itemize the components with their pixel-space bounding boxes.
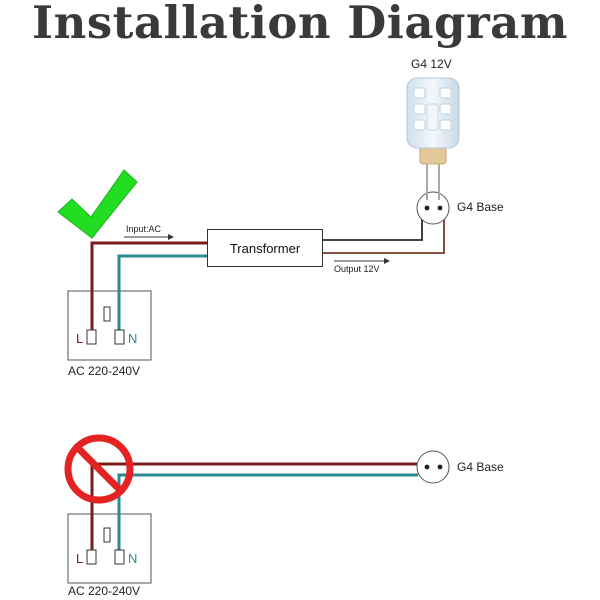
live-terminal-top [86,329,97,345]
earth-slot-top [103,306,111,322]
input-arrow-head [168,234,174,240]
wall-socket-top [67,290,152,361]
g4-pin-right-top [437,205,443,211]
output-arrow-head [384,258,390,264]
g4-pin-left-top [424,205,430,211]
supply-label-bottom: AC 220-240V [68,584,141,598]
neutral-terminal-bottom [114,549,125,565]
output-label: Output 12V [334,264,380,274]
g4-base-label-top: G4 Base [457,200,504,214]
g4-base-top [416,191,450,225]
transformer-label: Transformer [229,240,301,256]
earth-slot-bottom [103,527,111,543]
output-wire-brown [323,216,445,254]
neutral-wire-bottom [117,473,418,556]
wall-socket-bottom [67,513,152,584]
g4-base-bottom [416,450,450,484]
g4-led-bulb-icon [406,77,460,200]
neutral-wire-top [117,254,207,336]
g4-base-label-bottom: G4 Base [457,460,504,474]
g4-pin-right-bottom [437,464,443,470]
neutral-letter-top: N [128,331,138,346]
page-title: Installation Diagram [32,0,568,49]
output-wire-dark [323,216,423,241]
live-terminal-bottom [86,549,97,565]
live-wire-top [90,241,207,336]
live-letter-top: L [76,331,84,346]
transformer-box: Transformer [207,229,323,267]
check-mark-icon [57,169,138,239]
g4-pin-left-bottom [424,464,430,470]
neutral-letter-bottom: N [128,551,138,566]
supply-label-top: AC 220-240V [68,364,141,378]
live-letter-bottom: L [76,551,84,566]
lamp-label: G4 12V [411,57,452,71]
input-label: Input:AC [126,224,162,234]
neutral-terminal-top [114,329,125,345]
prohibited-icon [64,434,134,504]
